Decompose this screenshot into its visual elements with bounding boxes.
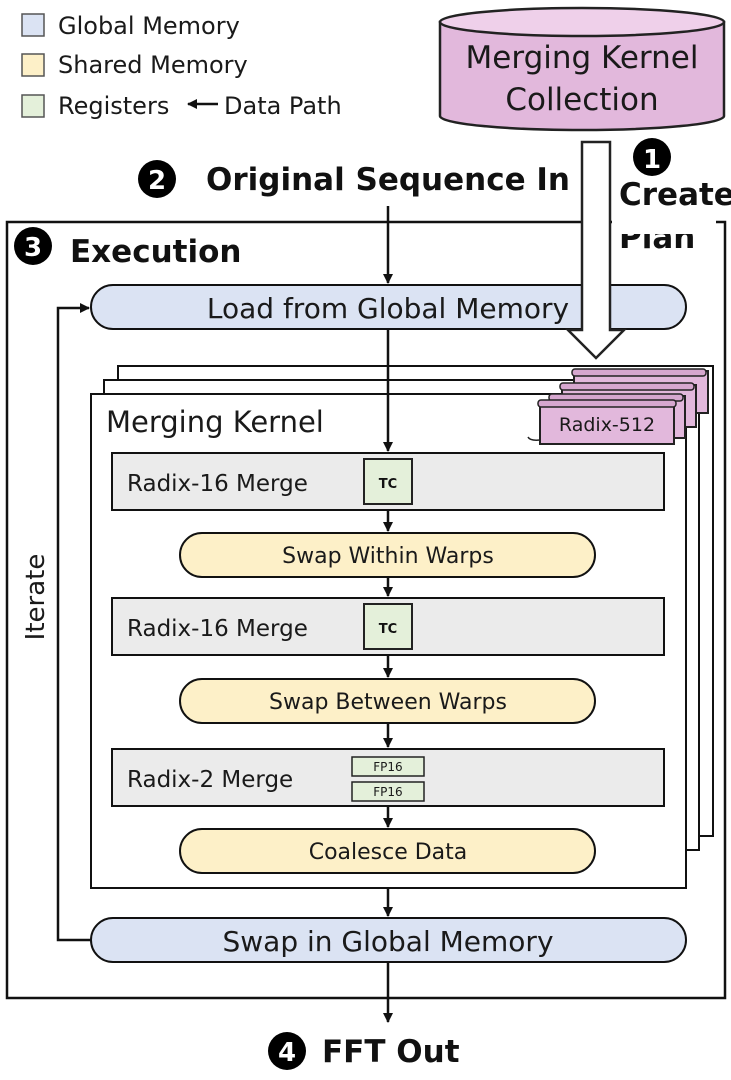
legend-label-registers: Registers <box>58 92 169 120</box>
svg-text:4: 4 <box>278 1038 296 1068</box>
execution-title: Execution <box>70 234 241 270</box>
legend-label-data-path: Data Path <box>224 92 342 120</box>
radix-tag-stack: Radix-512 <box>527 368 709 445</box>
step-3: 3 Execution <box>14 227 241 270</box>
svg-text:FP16: FP16 <box>373 785 402 799</box>
collection-label-line2: Collection <box>505 82 658 118</box>
load-global-memory-label: Load from Global Memory <box>207 292 569 325</box>
stage-swap-between-warps-label: Swap Between Warps <box>269 690 507 715</box>
legend-swatch-shared-memory <box>21 53 45 77</box>
radix-512-tag <box>539 403 675 445</box>
svg-text:TC: TC <box>379 477 397 492</box>
legend-swatch-global-memory <box>21 13 45 37</box>
svg-text:1: 1 <box>643 145 661 175</box>
stage-coalesce-data-label: Coalesce Data <box>309 840 468 865</box>
radix-512-label: Radix-512 <box>559 414 655 436</box>
legend: Global Memory Shared Memory Registers Da… <box>21 12 342 120</box>
execution-frame <box>5 220 727 1000</box>
stage-coalesce-data <box>179 828 596 874</box>
iterate-label: Iterate <box>21 554 51 641</box>
merging-kernel-title: Merging Kernel <box>106 405 324 439</box>
tensor-core-unit-2 <box>363 603 413 650</box>
fp16-unit-1 <box>351 756 425 777</box>
merging-kernel-collection: Merging Kernel Collection <box>438 6 726 132</box>
tensor-core-unit-1 <box>363 458 413 505</box>
legend-label-global-memory: Global Memory <box>58 12 240 40</box>
svg-text:TC: TC <box>379 622 397 637</box>
stage-radix-16-merge-2-label: Radix-16 Merge <box>127 616 308 642</box>
step-3-badge <box>14 227 52 265</box>
swap-global-memory-label: Swap in Global Memory <box>222 925 553 958</box>
step-2: 2 Original Sequence In <box>138 160 570 198</box>
collection-label-line1: Merging Kernel <box>466 40 699 76</box>
fp16-unit-2 <box>351 781 425 802</box>
stage-radix-2-merge-label: Radix-2 Merge <box>127 767 293 793</box>
stage-swap-within-warps-label: Swap Within Warps <box>282 544 494 569</box>
legend-label-shared-memory: Shared Memory <box>58 51 248 79</box>
svg-text:2: 2 <box>148 166 166 196</box>
legend-swatch-registers <box>21 94 45 118</box>
iterate-loop-arrow <box>56 303 91 942</box>
svg-text:3: 3 <box>24 233 42 263</box>
create-plan-arrow <box>564 140 628 360</box>
svg-text:FP16: FP16 <box>373 760 402 774</box>
step-1: 1 Create Plan <box>619 138 731 256</box>
stage-radix-16-merge-1-label: Radix-16 Merge <box>127 471 308 497</box>
step-1-label-line1: Create <box>619 177 731 213</box>
step-1-badge <box>633 138 671 176</box>
step-2-badge <box>138 160 176 198</box>
step-4-label: FFT Out <box>322 1034 460 1070</box>
step-2-label: Original Sequence In <box>206 162 570 198</box>
step-4: 4 FFT Out <box>268 1032 460 1070</box>
step-4-badge <box>268 1032 306 1070</box>
